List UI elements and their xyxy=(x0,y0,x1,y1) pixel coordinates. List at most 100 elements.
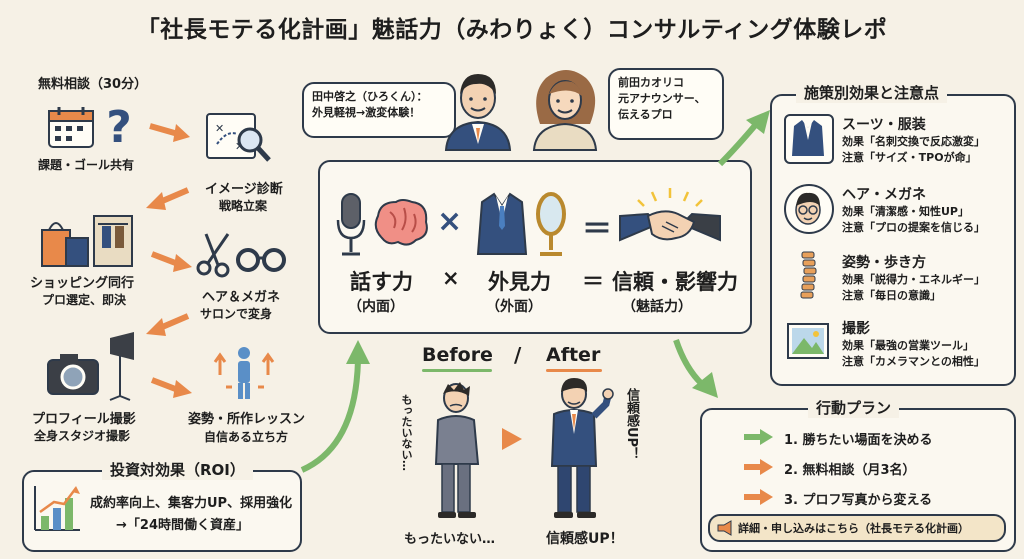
camera-studio-icon xyxy=(47,332,134,401)
svg-text:✕: ✕ xyxy=(215,122,224,135)
measure-suit-effect: 効果「名刺交換で反応激変」 xyxy=(842,135,985,148)
before-caption: もったいない… xyxy=(404,532,496,547)
green-arrow-to-measures-icon xyxy=(717,110,770,167)
microphone-icon xyxy=(336,193,366,256)
step-posture-sub: 自信ある立ち方 xyxy=(204,430,289,444)
tanaka-line-1: 田中啓之（ひろくん）： xyxy=(312,90,428,103)
measures-title: 施策別効果と注意点 xyxy=(796,82,948,103)
flow-arrow-icon xyxy=(146,313,190,336)
flow-arrow-icon xyxy=(149,123,190,142)
step-hair-glasses-sub: サロンで変身 xyxy=(200,307,273,321)
tanaka-portrait-icon xyxy=(444,74,512,151)
equals-operator-text: ＝ xyxy=(582,270,605,295)
suit-icon xyxy=(792,120,824,156)
after-side-text: 信頼感UP！ xyxy=(624,388,639,461)
before-after-divider: / xyxy=(514,343,522,367)
after-caption: 信頼感UP！ xyxy=(546,531,624,547)
before-person-slouching-icon xyxy=(434,382,480,518)
plan-arrow-icon xyxy=(744,489,773,505)
step-shopping-label: ショッピング同行 xyxy=(30,276,135,291)
measure-posture-name: 姿勢・歩き方 xyxy=(842,255,926,271)
before-heading-underline xyxy=(422,369,492,372)
spine-icon xyxy=(800,251,817,299)
flow-arrow-icon xyxy=(146,187,190,210)
speaking-power-sub: （内面） xyxy=(348,299,404,315)
step-free-consultation-label: 無料相談（30分） xyxy=(38,77,148,92)
megaphone-icon xyxy=(717,520,732,536)
after-person-confident-icon xyxy=(550,378,614,518)
maeda-portrait-icon xyxy=(532,70,598,151)
maeda-line-3: 伝えるプロ xyxy=(618,107,673,121)
trust-influence-label: 信頼・影響力 xyxy=(612,270,738,294)
plan-arrow-icon xyxy=(744,459,773,475)
cta-label: 詳細・申し込みはこちら（社長モテる化計画） xyxy=(738,522,969,535)
cta-button[interactable]: 詳細・申し込みはこちら（社長モテる化計画） xyxy=(708,514,1006,542)
trust-influence-sub: （魅話力） xyxy=(622,299,692,315)
maeda-line-2: 元アナウンサー、 xyxy=(618,91,706,105)
step-hair-glasses-label: ヘア＆メガネ xyxy=(202,290,281,305)
measure-photo-note: 注意「カメラマンとの相性」 xyxy=(842,355,985,368)
measure-photo-effect: 効果「最強の営業ツール」 xyxy=(842,339,974,352)
shopping-bags-icon xyxy=(41,215,133,267)
action-plan-title: 行動プラン xyxy=(808,397,900,418)
step-profile-photo-label: プロフィール撮影 xyxy=(32,412,136,427)
plan-item-3: 3. プロフ写真から変える xyxy=(784,493,933,508)
measure-hair-name: ヘア・メガネ xyxy=(842,187,926,203)
before-side-text: もったいない… xyxy=(400,394,413,471)
measure-photo-name: 撮影 xyxy=(842,321,870,337)
measure-suit-name: スーツ・服装 xyxy=(842,117,926,133)
handshake-icon xyxy=(619,188,721,242)
before-heading: Before xyxy=(422,344,493,366)
tanaka-speech-bubble: 田中啓之（ひろくん）： 外見軽視→激変体験！ xyxy=(302,82,456,138)
step-free-consultation-sub: 課題・ゴール共有 xyxy=(38,158,135,172)
measure-posture-effect: 効果「説得力・エネルギー」 xyxy=(842,273,985,286)
plan-item-2: 2. 無料相談（月3名） xyxy=(784,463,916,478)
measures-panel: 施策別効果と注意点 スーツ・服装 効果「名刺交換で反応激変」 注意「サイズ・TP… xyxy=(770,82,1016,386)
transform-arrow-icon xyxy=(502,428,522,450)
question-mark-icon: ? xyxy=(106,102,132,153)
posture-figure-icon xyxy=(213,347,275,399)
tanaka-line-2: 外見軽視→激変体験！ xyxy=(312,105,421,119)
appearance-power-sub: （外面） xyxy=(486,299,542,315)
mirror-icon xyxy=(536,192,566,256)
roi-panel: 投資対効果（ROI） 成約率向上、集客力UP、採用強化 →「24時間働く資産」 xyxy=(22,459,302,552)
times-operator-text: × xyxy=(442,266,460,290)
photo-icon xyxy=(787,323,829,359)
flow-arrow-icon xyxy=(150,251,192,272)
brain-icon xyxy=(374,199,428,246)
page-title: 「社長モテる化計画」魅話力（みわりょく）コンサルティング体験レポ xyxy=(136,17,888,43)
consultation-flow: 無料相談（30分） ? 課題・ゴール共有 ✕✕ イメージ診断 戦略立案 ショッピ… xyxy=(0,0,305,444)
step-image-diagnosis-sub: 戦略立案 xyxy=(219,199,268,213)
scissors-glasses-icon xyxy=(196,233,286,278)
appearance-power-label: 外見力 xyxy=(488,270,551,294)
growth-chart-icon xyxy=(34,486,80,531)
green-flow-arrow-icon xyxy=(300,340,370,473)
svg-text:?: ? xyxy=(106,102,132,153)
speaking-power-label: 話す力 xyxy=(350,270,413,294)
plan-item-1: 1. 勝ちたい場面を決める xyxy=(784,433,933,448)
after-heading: After xyxy=(546,344,601,366)
roi-title: 投資対効果（ROI） xyxy=(102,459,253,480)
flow-arrow-icon xyxy=(150,377,192,398)
strategy-magnifier-icon: ✕✕ xyxy=(206,113,271,162)
measure-posture-note: 注意「毎日の意識」 xyxy=(842,289,941,302)
calendar-icon xyxy=(48,107,94,148)
plan-arrow-icon xyxy=(744,429,773,445)
measure-hair-effect: 効果「清潔感・知性UP」 xyxy=(842,205,969,218)
times-operator-symbol: × xyxy=(437,204,463,239)
suit-jacket-icon xyxy=(476,192,528,255)
roi-line-2: →「24時間働く資産」 xyxy=(116,518,249,533)
measure-suit-note: 注意「サイズ・TPOが命」 xyxy=(842,151,977,164)
step-posture-label: 姿勢・所作レッスン xyxy=(188,412,306,427)
measure-hair-note: 注意「プロの提案を信じる」 xyxy=(842,221,985,234)
equation-panel: × ＝ 話す力 （内面） × 外見力 （外面） ＝ 信頼・影響力 （魅話力） xyxy=(318,160,752,334)
step-image-diagnosis-label: イメージ診断 xyxy=(205,182,283,197)
equals-operator-symbol: ＝ xyxy=(582,212,612,247)
after-heading-underline xyxy=(546,369,602,372)
step-shopping-sub: プロ選定、即決 xyxy=(42,293,127,307)
roi-line-1: 成約率向上、集客力UP、採用強化 xyxy=(90,496,293,511)
face-glasses-icon xyxy=(795,192,821,225)
maeda-line-1: 前田カオリコ xyxy=(618,76,684,89)
action-plan-panel: 行動プラン 1. 勝ちたい場面を決める 2. 無料相談（月3名） 3. プロフ写… xyxy=(700,397,1016,552)
green-arrow-to-plan-icon xyxy=(673,339,718,398)
